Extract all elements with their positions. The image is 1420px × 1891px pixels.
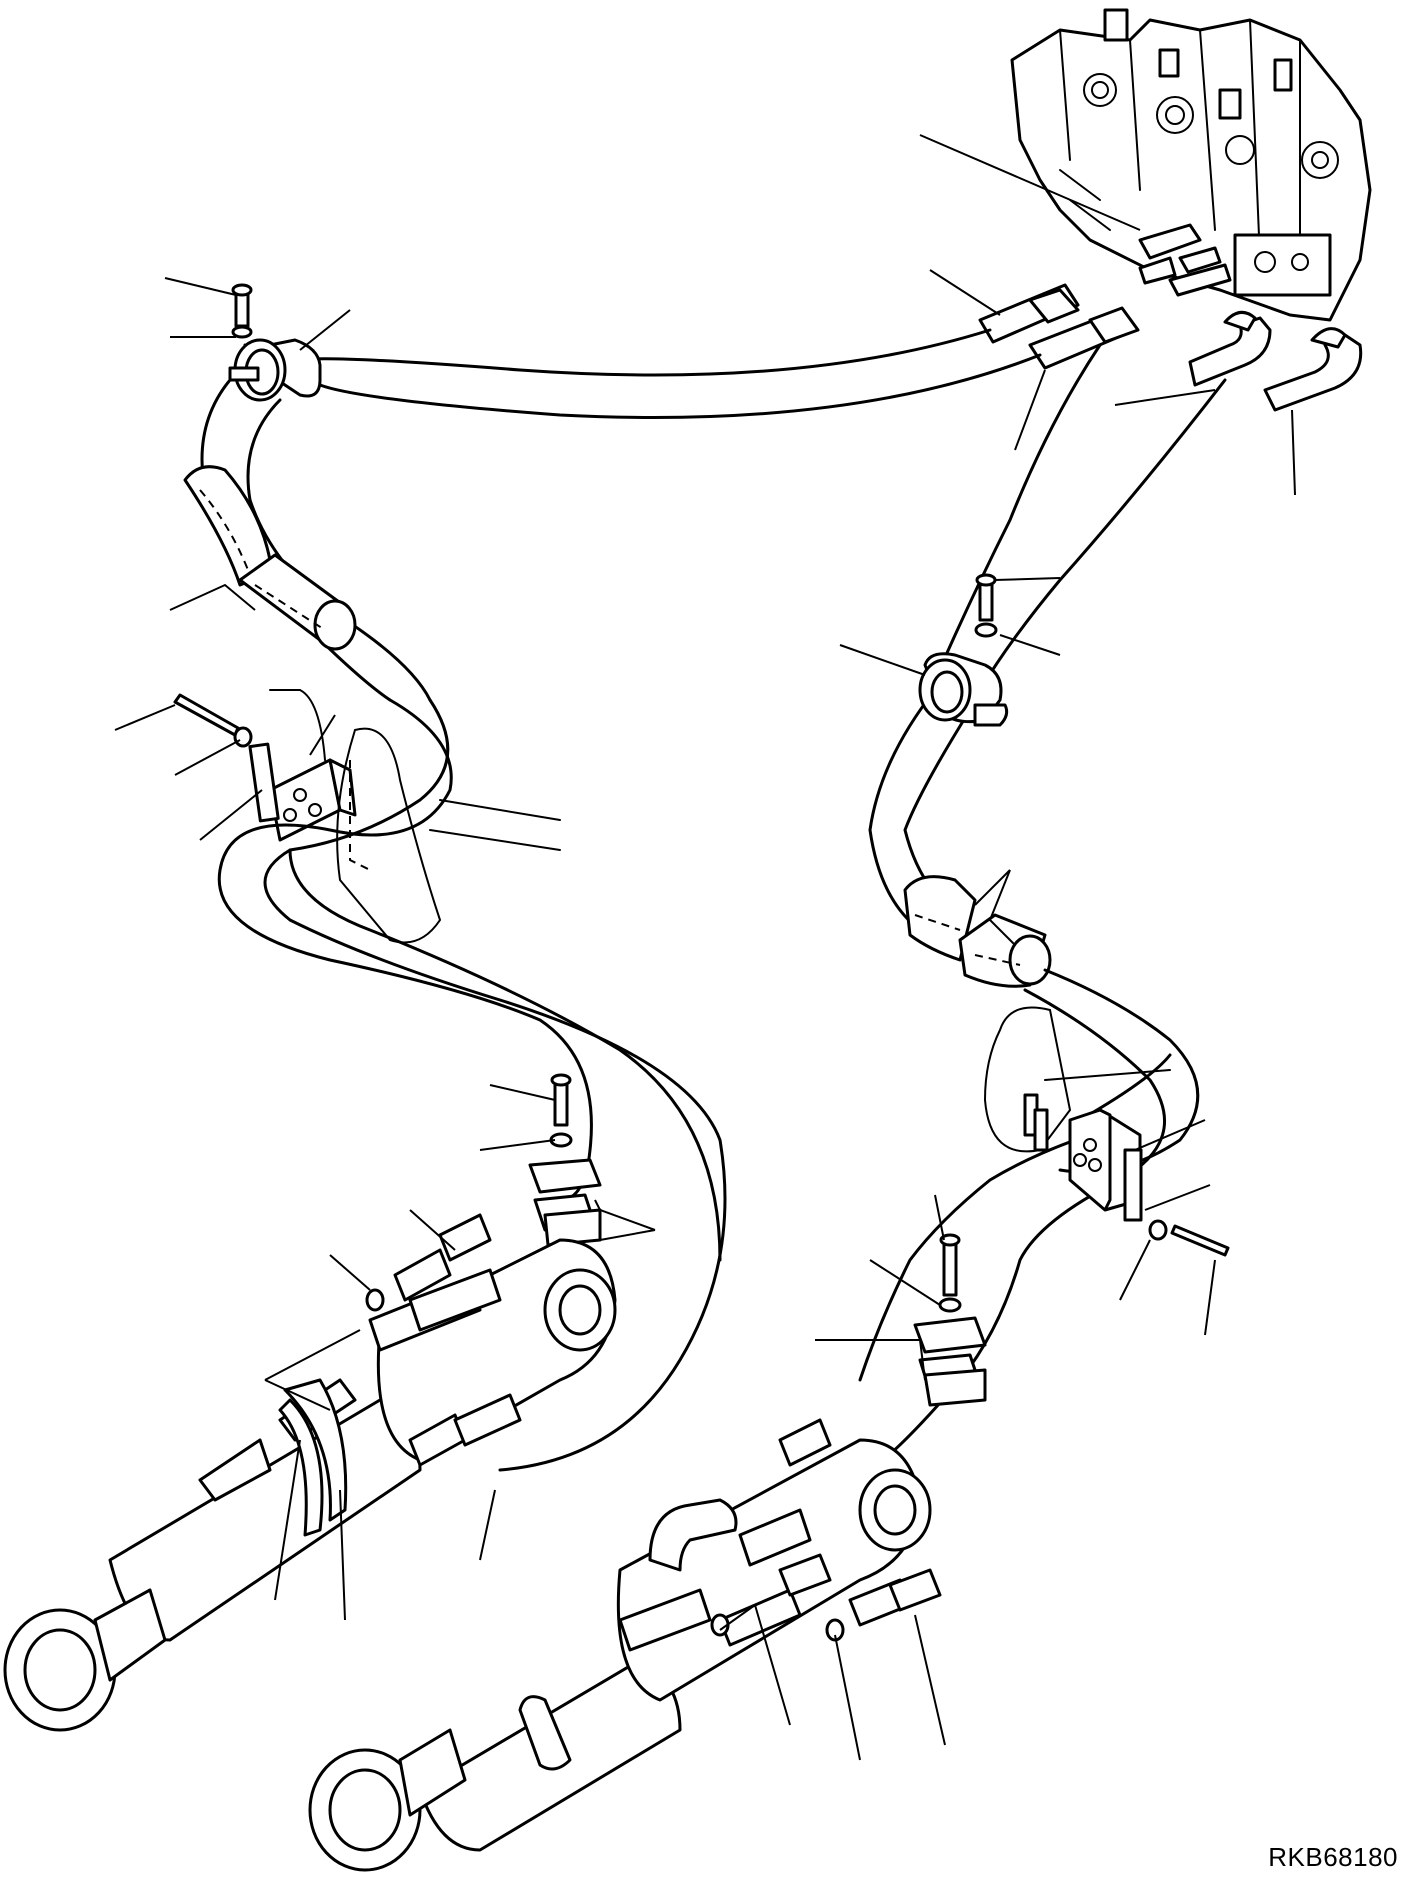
protective-sleeve-left <box>183 465 357 651</box>
hose-run-left-lower <box>217 698 727 1472</box>
mid-right-clamp-block <box>1023 1093 1230 1257</box>
leader-lines <box>114 134 1296 1761</box>
hose-fittings-upper <box>978 263 1363 412</box>
lower-right-clamp <box>913 1233 987 1407</box>
drawing-code-label: RKB68180 <box>1268 1842 1398 1872</box>
right-upper-clamp <box>918 573 1009 727</box>
control-valve-assembly <box>1010 8 1372 322</box>
protective-sleeve-right <box>903 875 1052 988</box>
hose-run-right-lower <box>858 968 1200 1472</box>
right-hydraulic-cylinder <box>308 1418 932 1872</box>
hose-run-right <box>868 343 1227 932</box>
right-cylinder-fittings <box>710 1553 942 1647</box>
mid-left-clamp-block <box>173 689 357 842</box>
frame-bracket-left <box>336 727 561 944</box>
lower-left-clamp <box>528 1073 602 1247</box>
left-hydraulic-cylinder <box>3 1238 617 1732</box>
frame-bracket-right <box>983 1006 1171 1153</box>
upper-left-clamp <box>228 283 322 402</box>
left-cylinder-fittings <box>365 1213 522 1467</box>
